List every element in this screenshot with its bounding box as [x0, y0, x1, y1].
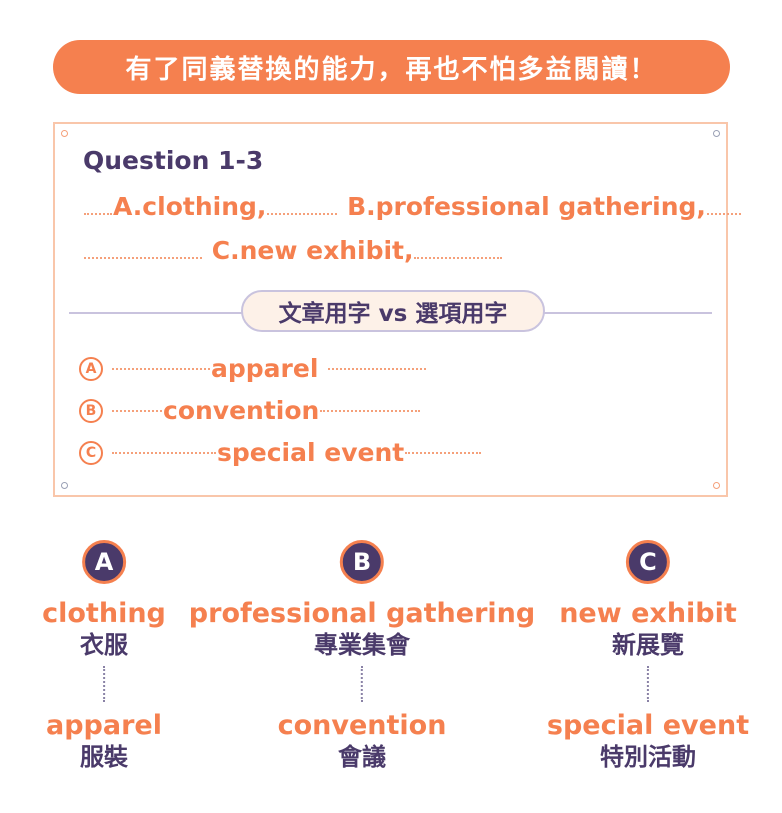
connector-dots — [103, 666, 105, 702]
question-line-1: A.clothing, B.professional gathering, — [83, 192, 742, 221]
target-word-zh: 服裝 — [80, 743, 128, 771]
target-word: apparel — [46, 710, 162, 741]
pair-column-b: B professional gathering 專業集會 convention… — [189, 540, 535, 772]
connector-dots — [361, 666, 363, 702]
target-word: convention — [277, 710, 447, 741]
compare-label-text: 文章用字 vs 選項用字 — [278, 301, 508, 327]
corner-dot-icon — [61, 482, 68, 489]
letter-badge: B — [340, 540, 384, 584]
compare-label: 文章用字 vs 選項用字 — [241, 290, 545, 332]
corner-dot-icon — [713, 130, 720, 137]
choice-c-text: C.new exhibit, — [211, 236, 414, 265]
option-b: B convention — [79, 396, 421, 425]
circled-letter-icon: A — [79, 356, 103, 381]
target-word-zh: 特別活動 — [599, 743, 696, 771]
question-card: Question 1-3 A.clothing, B.professional … — [53, 122, 741, 497]
source-word-zh: 衣服 — [80, 631, 128, 659]
corner-dot-icon — [61, 130, 68, 137]
title-banner-text: 有了同義替換的能力，再也不怕多益閱讀！ — [125, 54, 658, 85]
option-a: A apparel — [79, 354, 427, 383]
pair-column-c: C new exhibit 新展覽 special event 特別活動 — [547, 540, 749, 772]
letter-badge: C — [625, 540, 670, 584]
target-word: special event — [546, 710, 750, 741]
source-word-zh: 專業集會 — [314, 631, 410, 659]
choice-b-text: B.professional gathering, — [347, 192, 706, 221]
circled-letter-icon: B — [79, 398, 103, 423]
source-word-zh: 新展覽 — [611, 631, 684, 659]
pair-column-a: A clothing 衣服 apparel 服裝 — [42, 540, 166, 772]
connector-dots — [646, 666, 649, 702]
title-banner: 有了同義替換的能力，再也不怕多益閱讀！ — [53, 40, 730, 94]
source-word: professional gathering — [188, 598, 536, 629]
source-word: new exhibit — [559, 598, 737, 629]
question-line-2: C.new exhibit, — [83, 236, 503, 265]
option-a-word: apparel — [211, 354, 319, 383]
source-word: clothing — [42, 598, 166, 629]
option-c-word: special event — [217, 438, 405, 467]
target-word-zh: 會議 — [338, 743, 386, 771]
choice-a-text: A.clothing, — [113, 192, 267, 221]
option-c: C special event — [79, 438, 482, 467]
option-b-word: convention — [163, 396, 320, 425]
letter-badge: A — [82, 540, 126, 584]
corner-dot-icon — [713, 482, 720, 489]
question-title: Question 1-3 — [83, 146, 264, 175]
circled-letter-icon: C — [79, 440, 103, 465]
